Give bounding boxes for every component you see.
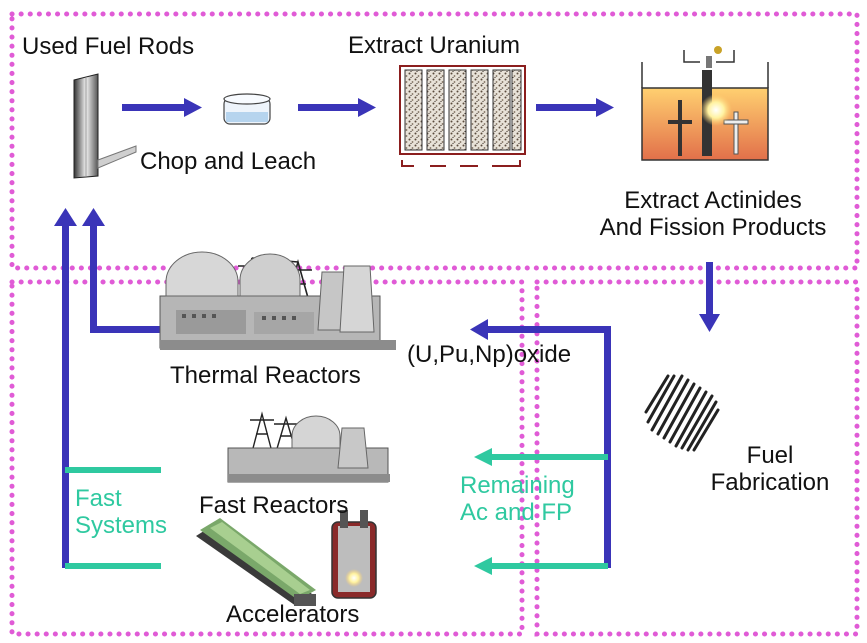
chop-and-leach-label: Chop and Leach: [140, 148, 317, 175]
recycle-arrows: [65, 448, 608, 575]
fuel-bundle-icon: [644, 374, 720, 452]
remaining-line1: Remaining: [460, 472, 575, 499]
fast-systems-label: Fast Systems: [75, 485, 168, 540]
extract-actinides-label: Extract Actinides And Fission Products: [560, 187, 866, 242]
fast-reactors-label: Fast Reactors: [199, 492, 349, 519]
extract-actinides-line2: And Fission Products: [599, 213, 827, 241]
extract-actinides-line1: Extract Actinides: [624, 187, 802, 214]
used-fuel-rods-label: Used Fuel Rods: [22, 33, 195, 60]
leach-vessel-icon: [223, 93, 271, 125]
fast-line1: Fast: [75, 485, 122, 512]
top-region-border: [9, 11, 860, 271]
thermal-reactors-label: Thermal Reactors: [170, 362, 361, 389]
accelerator-icon: [196, 518, 316, 606]
fuel-fabrication-label: Fuel Fabrication: [690, 442, 850, 497]
fast-line2: Systems: [75, 511, 168, 539]
electrolysis-cell-icon: [641, 46, 769, 161]
reactor-vessel-icon: [331, 510, 377, 599]
remaining-ac-fp-label: Remaining Ac and FP: [460, 472, 575, 527]
fuel-rod-icon: [73, 73, 137, 179]
remaining-line2: Ac and FP: [460, 498, 573, 526]
fuel-label: Fuel: [746, 442, 794, 469]
process-flow-arrows: [54, 98, 720, 568]
extract-uranium-label: Extract Uranium: [348, 32, 521, 59]
fast-reactor-plant-icon: [227, 411, 390, 483]
oxide-label: (U,Pu,Np)oxide: [407, 341, 572, 368]
thermal-reactor-plant-icon: [159, 251, 396, 350]
uranium-extractor-icon: [399, 65, 526, 167]
fabrication-label: Fabrication: [710, 468, 830, 496]
accelerators-label: Accelerators: [226, 601, 360, 628]
